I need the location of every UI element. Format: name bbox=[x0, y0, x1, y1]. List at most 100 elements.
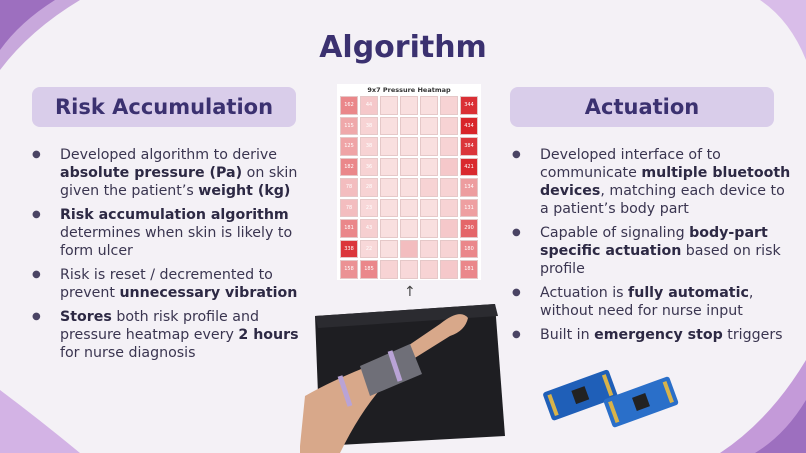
bullet-text: Built in bbox=[540, 327, 595, 343]
bold-text: unnecessary vibration bbox=[119, 285, 298, 301]
heatmap-cell bbox=[440, 96, 458, 115]
bold-text: body-part specific actuation bbox=[540, 225, 768, 259]
heatmap-cell: 434 bbox=[460, 116, 478, 135]
heatmap-cell bbox=[380, 116, 398, 135]
left-bullet-item: Stores both risk profile and pressure he… bbox=[32, 308, 322, 362]
right-bullet-item: Capable of signaling body-part specific … bbox=[512, 224, 794, 278]
heatmap-cell: 36 bbox=[360, 157, 378, 176]
heatmap-cell bbox=[380, 96, 398, 115]
heatmap-cell bbox=[440, 198, 458, 217]
bold-text: multiple bluetooth devices bbox=[540, 165, 791, 199]
bullet-text: , matching each device to a patient’s bo… bbox=[540, 183, 785, 217]
heatmap-title: 9x7 Pressure Heatmap bbox=[367, 86, 451, 94]
heatmap-cell: 28 bbox=[360, 178, 378, 197]
left-bullet-item: Risk is reset / decremented to prevent u… bbox=[32, 266, 322, 302]
bullet-text: triggers bbox=[722, 327, 783, 343]
heatmap-cell: 180 bbox=[460, 239, 478, 258]
heatmap-cell bbox=[400, 260, 418, 279]
heatmap-cell: 43 bbox=[360, 219, 378, 238]
arrow-up-icon: ↑ bbox=[404, 284, 416, 300]
left-bullet-item: Developed algorithm to derive absolute p… bbox=[32, 146, 322, 200]
heatmap-cell: 338 bbox=[340, 239, 358, 258]
decor-bottom-right bbox=[720, 360, 806, 453]
heatmap-cell bbox=[400, 137, 418, 156]
heatmap-cell bbox=[400, 239, 418, 258]
heatmap-cell: 384 bbox=[460, 137, 478, 156]
bullet-text: on skin given the patient’s bbox=[60, 165, 298, 199]
heatmap-cell bbox=[420, 198, 438, 217]
heatmap-cell bbox=[400, 198, 418, 217]
heatmap-cell: 162 bbox=[340, 96, 358, 115]
right-bullet-item: Built in emergency stop triggers bbox=[512, 326, 794, 344]
heatmap-cell bbox=[380, 260, 398, 279]
page-title: Algorithm bbox=[319, 30, 487, 65]
bold-text: weight (kg) bbox=[198, 183, 291, 199]
heatmap-cell bbox=[420, 219, 438, 238]
heatmap-cell bbox=[400, 116, 418, 135]
bullet-text: Capable of signaling bbox=[540, 225, 690, 241]
arm-cushion-photo bbox=[300, 304, 505, 453]
heatmap-cell: 181 bbox=[460, 260, 478, 279]
bluetooth-boards-photo bbox=[543, 369, 679, 428]
heatmap-cell bbox=[420, 137, 438, 156]
heatmap-cell bbox=[440, 178, 458, 197]
heatmap-cell bbox=[420, 157, 438, 176]
heatmap-cell: 44 bbox=[360, 96, 378, 115]
heatmap-cell bbox=[380, 239, 398, 258]
bold-text: Risk accumulation algorithm bbox=[60, 207, 289, 223]
heatmap-cell: 22 bbox=[360, 239, 378, 258]
heatmap-cell bbox=[380, 198, 398, 217]
decor-top-left bbox=[0, 0, 80, 70]
bullet-text: Risk is reset / decremented to prevent bbox=[60, 267, 273, 301]
heatmap-cell bbox=[380, 137, 398, 156]
heatmap-cell bbox=[380, 178, 398, 197]
heatmap-cell: 182 bbox=[340, 157, 358, 176]
heatmap-cell: 158 bbox=[340, 260, 358, 279]
right-bullet-item: Actuation is fully automatic, without ne… bbox=[512, 284, 794, 320]
right-bullet-item: Developed interface of to communicate mu… bbox=[512, 146, 794, 218]
heatmap-cell: 125 bbox=[340, 137, 358, 156]
bold-text: fully automatic bbox=[628, 285, 749, 301]
bullet-text: for nurse diagnosis bbox=[60, 345, 196, 361]
heatmap-cell: 131 bbox=[460, 198, 478, 217]
heatmap-cell: 181 bbox=[340, 219, 358, 238]
bullet-text: based on risk profile bbox=[540, 243, 781, 277]
heatmap-cell bbox=[420, 178, 438, 197]
heatmap-cell bbox=[400, 157, 418, 176]
heatmap-cell bbox=[420, 260, 438, 279]
bullet-text: determines when skin is likely to form u… bbox=[60, 225, 293, 259]
decor-top-right bbox=[760, 0, 806, 60]
heatmap-cell: 23 bbox=[360, 198, 378, 217]
heatmap-cell bbox=[440, 260, 458, 279]
bullet-text: Developed algorithm to derive bbox=[60, 147, 278, 163]
heatmap-cell bbox=[440, 116, 458, 135]
heatmap-cell: 78 bbox=[340, 198, 358, 217]
heatmap-cell: 78 bbox=[340, 178, 358, 197]
heatmap-cell: 38 bbox=[360, 137, 378, 156]
right-bullet-list: Developed interface of to communicate mu… bbox=[512, 146, 794, 350]
left-bullet-item: Risk accumulation algorithm determines w… bbox=[32, 206, 322, 260]
heatmap-cell bbox=[440, 239, 458, 258]
heatmap-cell: 185 bbox=[360, 260, 378, 279]
bullet-text: Developed interface of to communicate bbox=[540, 147, 721, 181]
heatmap-cell: 38 bbox=[360, 116, 378, 135]
heatmap-cell: 344 bbox=[460, 96, 478, 115]
bullet-text: Actuation is bbox=[540, 285, 629, 301]
heatmap-cell bbox=[420, 239, 438, 258]
heatmap-cell bbox=[380, 157, 398, 176]
heatmap-cell bbox=[440, 219, 458, 238]
bold-text: emergency stop bbox=[594, 327, 723, 343]
bold-text: absolute pressure (Pa) bbox=[60, 165, 243, 181]
heatmap-cell: 134 bbox=[460, 178, 478, 197]
heatmap-cell bbox=[400, 178, 418, 197]
bold-text: 2 hours bbox=[238, 327, 299, 343]
heatmap-cell bbox=[380, 219, 398, 238]
heatmap-cell bbox=[400, 219, 418, 238]
left-section-header: Risk Accumulation bbox=[32, 87, 296, 127]
heatmap-cell: 115 bbox=[340, 116, 358, 135]
heatmap-cell bbox=[400, 96, 418, 115]
heatmap-cell bbox=[420, 116, 438, 135]
heatmap-cell: 290 bbox=[460, 219, 478, 238]
